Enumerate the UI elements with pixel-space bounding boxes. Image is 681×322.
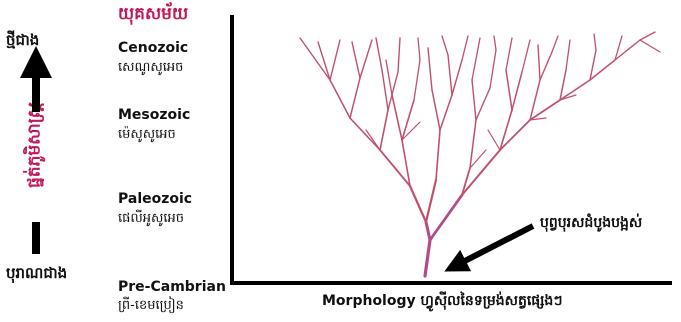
tree-branch xyxy=(490,50,496,88)
tree-branch xyxy=(552,36,558,52)
phylogenetic-tree xyxy=(300,32,660,276)
tree-branch xyxy=(512,72,522,110)
tree-branch xyxy=(350,118,380,150)
tree-branch xyxy=(506,70,512,110)
tree-branch xyxy=(376,38,382,70)
tree-branch xyxy=(432,90,440,130)
tree-branch xyxy=(594,34,596,50)
ancestor-pointer-arrow-icon xyxy=(455,226,533,266)
tree-branch xyxy=(440,95,452,130)
tree-branch xyxy=(330,80,350,118)
tree-branch xyxy=(426,180,436,222)
tree-branch xyxy=(470,120,476,168)
tree-branch xyxy=(380,110,388,150)
tree-branch xyxy=(560,80,590,100)
tree-branch xyxy=(398,38,400,72)
tree-branch xyxy=(494,36,496,50)
tree-branch xyxy=(566,40,570,70)
tree-branch xyxy=(462,150,500,195)
tree-branch xyxy=(560,70,566,100)
tree-trunk xyxy=(430,195,462,240)
tree-branch xyxy=(488,130,500,150)
tree-branch xyxy=(360,40,372,78)
tree-branch xyxy=(418,38,420,60)
tree-branch xyxy=(318,42,330,80)
tree-branch xyxy=(352,42,360,78)
tree-branch xyxy=(640,32,655,40)
tree-branch xyxy=(414,60,420,100)
tree-branch xyxy=(448,55,452,95)
tree-branch xyxy=(330,40,340,80)
tree-branch xyxy=(382,70,388,110)
tree-branch xyxy=(476,88,490,120)
tree-branch xyxy=(540,52,552,80)
tree-trunk xyxy=(426,222,430,240)
tree-branch xyxy=(380,150,410,186)
tree-branch xyxy=(300,38,330,80)
tree-branch xyxy=(506,38,512,70)
tree-branch xyxy=(392,95,402,140)
tree-branch xyxy=(615,40,640,60)
tree-branch xyxy=(472,80,476,120)
tree-branch xyxy=(462,36,468,60)
tree-branch xyxy=(538,45,540,80)
tree-branch xyxy=(410,186,426,222)
tree-trunk xyxy=(425,240,430,276)
tree-branch xyxy=(452,60,462,95)
tree-branch xyxy=(428,48,432,90)
tree-branch xyxy=(386,60,392,95)
tree-branch xyxy=(366,130,380,150)
tree-branch xyxy=(640,40,660,52)
tree-branch xyxy=(350,78,360,118)
tree-branch xyxy=(472,38,480,80)
tree-branch xyxy=(442,36,448,55)
tree-branch xyxy=(436,130,440,180)
tree-branch xyxy=(522,40,530,72)
